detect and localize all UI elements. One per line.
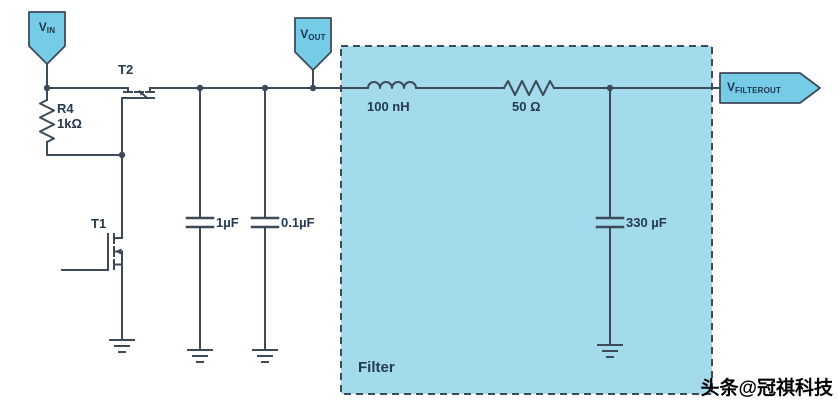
wires	[46, 63, 721, 351]
filter-cap-value-label: 330 µF	[626, 215, 667, 230]
t2-label: T2	[118, 62, 134, 77]
r4-ref-label: R4	[57, 101, 74, 116]
c2-value-label: 0.1µF	[281, 215, 315, 230]
vout-flag-shape	[294, 17, 332, 71]
vout-flag-base: V	[300, 27, 309, 41]
vin-flag-subscript: IN	[46, 26, 56, 35]
c330-capacitor-symbol	[595, 216, 625, 229]
r4-resistor-symbol	[39, 98, 55, 144]
filter-resistor-value-label: 50 Ω	[512, 99, 541, 114]
filter-box-title: Filter	[358, 359, 395, 376]
t1-arrow	[115, 248, 122, 255]
t1-label: T1	[91, 216, 107, 231]
filter-region-box	[340, 45, 713, 395]
r4-bottom-wire	[46, 141, 123, 156]
c1-value-label: 1µF	[216, 215, 239, 230]
t1-mosfet-symbol	[107, 233, 123, 271]
t1-ground-symbol	[109, 339, 135, 353]
vin-flag-shape	[28, 11, 66, 65]
c1-capacitor-symbol	[185, 216, 215, 229]
vfilterout-flag-shape	[719, 72, 821, 104]
r4-value-label: 1kΩ	[57, 116, 82, 131]
vout-flag-label: VOUT	[295, 27, 331, 42]
filter-resistor-symbol	[502, 80, 556, 96]
r4-label-block: R4 1kΩ	[57, 101, 82, 131]
t2-mosfet-symbol	[121, 87, 155, 100]
vin-flag-base: V	[38, 20, 47, 34]
vfilterout-flag-base: V	[727, 80, 736, 94]
inductor-symbol	[366, 81, 418, 90]
c2-ground-symbol	[252, 349, 278, 363]
junction-dots	[43, 84, 614, 159]
inductor-value-label: 100 nH	[367, 99, 410, 114]
vfilterout-flag-label: VFILTEROUT	[727, 80, 807, 95]
c1-ground-symbol	[187, 349, 213, 363]
vfilterout-flag-subscript: FILTEROUT	[735, 86, 782, 95]
c330-ground-symbol	[597, 344, 623, 358]
vout-flag-subscript: OUT	[308, 33, 326, 42]
watermark-text: 头条@冠祺科技	[700, 378, 833, 399]
vin-flag-label: VIN	[29, 20, 65, 35]
c2-capacitor-symbol	[250, 216, 280, 229]
t2-arrow	[138, 90, 145, 96]
